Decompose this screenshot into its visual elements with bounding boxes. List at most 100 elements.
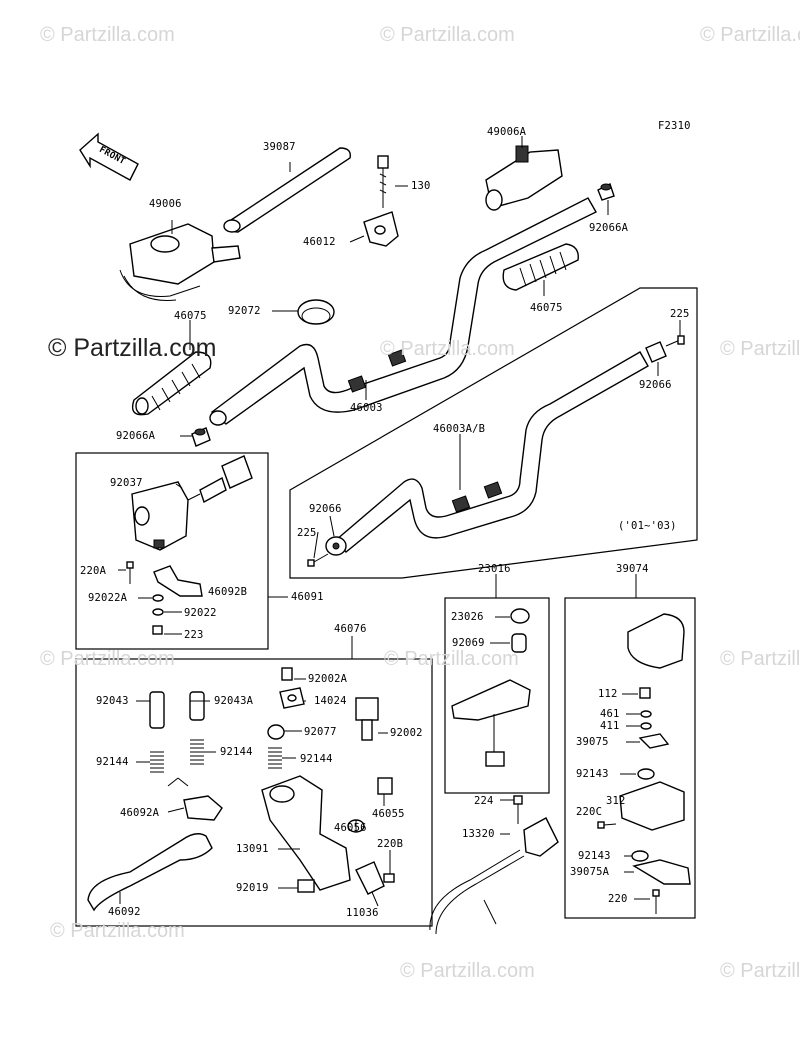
watermark: © Partzilla.com [380, 338, 515, 360]
part-label: 46012 [303, 236, 336, 248]
part-label: 92043 [96, 695, 129, 707]
part-label: 46003A/B [433, 423, 486, 435]
cap-23026 [510, 608, 530, 624]
handlebar-46003AB [335, 351, 649, 553]
pin-92043A [189, 691, 205, 721]
band-92072 [297, 299, 335, 325]
part-label: 92019 [236, 882, 269, 894]
part-label: 220A [80, 565, 107, 577]
watermark: © Partzilla.com [720, 648, 800, 670]
bolt-130 [377, 155, 389, 208]
part-label: 11036 [346, 907, 379, 919]
watermark: © Partzilla.com [50, 920, 185, 942]
connector-92037 [187, 455, 253, 504]
plate-14024 [279, 687, 305, 709]
part-label: 92002 [390, 727, 423, 739]
part-label: 411 [600, 720, 620, 732]
part-label: 92043A [214, 695, 254, 707]
part-label: 23016 [478, 563, 511, 575]
part-label: 46092A [120, 807, 160, 819]
spring-92143-b [631, 850, 649, 862]
part-label: 39075A [570, 866, 610, 878]
part-label: 92072 [228, 305, 261, 317]
part-label: 46092 [108, 906, 141, 918]
screw-112 [639, 687, 651, 699]
bulb-92069 [511, 633, 527, 653]
watermark: © Partzilla.com [720, 960, 800, 982]
nut-223 [152, 625, 163, 635]
cover-39074 [627, 613, 685, 669]
part-label: 130 [411, 180, 431, 192]
lever-46092 [87, 833, 213, 912]
part-label: 46003 [350, 402, 383, 414]
part-label: 92022 [184, 607, 217, 619]
screw-220C [597, 821, 617, 829]
leader-lines [118, 136, 681, 907]
washer-92022 [152, 608, 164, 616]
part-label: 92144 [96, 756, 129, 768]
part-label: 224 [474, 795, 494, 807]
screw-220B [383, 873, 395, 883]
lever-39075A [632, 859, 691, 885]
part-label: 39075 [576, 736, 609, 748]
part-label: 112 [598, 688, 618, 700]
screw-225-mid [307, 553, 329, 567]
part-label: 46055 [372, 808, 405, 820]
part-label: 225 [297, 527, 317, 539]
handlebar-46003 [209, 197, 597, 426]
part-label: 92066 [309, 503, 342, 515]
part-label: 312 [606, 795, 626, 807]
spring-92144-right [268, 747, 282, 769]
figure-code: F2310 [658, 120, 691, 132]
plate-39075 [638, 733, 670, 749]
spring-92143-a [637, 768, 655, 780]
clamp-11036 [355, 861, 385, 895]
bolt-92002 [355, 697, 379, 741]
screw-220A [126, 561, 134, 584]
part-label: 92066 [639, 379, 672, 391]
part-label: 92144 [300, 753, 333, 765]
right-switch-49006A [485, 145, 563, 211]
adjuster-46055 [377, 777, 393, 795]
part-label: 461 [600, 708, 620, 720]
part-label: 92069 [452, 637, 485, 649]
watermark: © Partzilla.com [380, 24, 515, 46]
part-label: 13320 [462, 828, 495, 840]
sensor-23016 [451, 679, 531, 767]
switch-assembly-box [75, 452, 269, 650]
part-label: 220C [576, 806, 603, 818]
cap-92077 [267, 724, 285, 740]
washer-92022A [152, 594, 164, 602]
watermark: © Partzilla.com [384, 648, 519, 670]
spring-92144-mid [190, 739, 204, 765]
part-label: 46076 [334, 623, 367, 635]
part-label: 92037 [110, 477, 143, 489]
part-label: 223 [184, 629, 204, 641]
part-label: 46056 [334, 822, 367, 834]
part-label: 220B [377, 838, 404, 850]
bolt-224 [513, 795, 523, 824]
pin-92043 [149, 691, 165, 729]
watermark-main: © Partzilla.com [48, 334, 217, 362]
bar-end-92066A-top [597, 183, 615, 201]
sensor-box [444, 597, 550, 794]
part-label: 49006A [487, 126, 527, 138]
screw-225-top [665, 335, 685, 347]
cable-13320 [429, 817, 559, 935]
part-label: 39074 [616, 563, 649, 575]
left-switch-49006 [119, 223, 241, 301]
bar-end-92066-mid [325, 536, 347, 556]
part-label: 220 [608, 893, 628, 905]
lever-46092B [153, 565, 203, 597]
washer-461 [640, 710, 652, 718]
clamp-46012 [363, 211, 399, 247]
bar-end-92066-right [645, 341, 667, 363]
nut-92019 [297, 879, 315, 893]
grip-tube-39087 [223, 147, 351, 233]
watermark: © Partzilla.com [720, 338, 800, 360]
part-label: 46091 [291, 591, 324, 603]
throttle-box [564, 597, 696, 919]
watermark: © Partzilla.com [700, 24, 800, 46]
watermark: © Partzilla.com [40, 24, 175, 46]
